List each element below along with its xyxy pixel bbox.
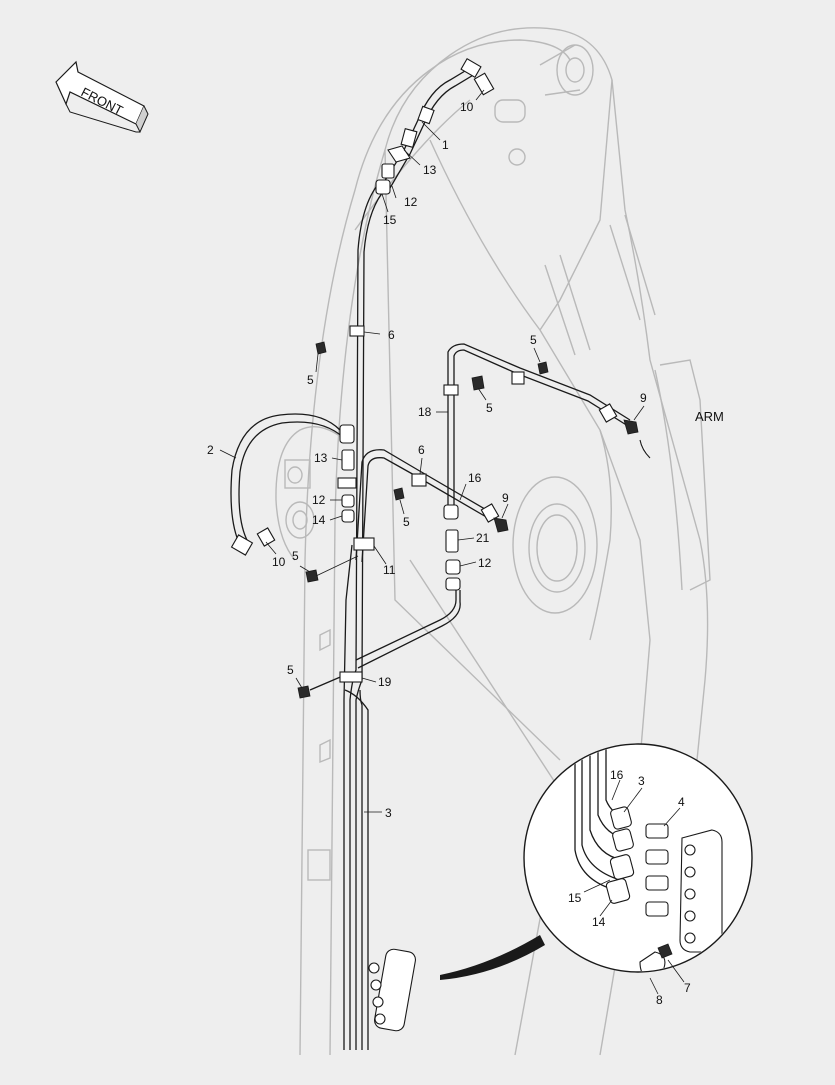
callout-11: 11 xyxy=(383,563,396,577)
detail-callout-16: 16 xyxy=(610,768,624,782)
callout-5-b: 5 xyxy=(292,549,299,563)
callout-9-right: 9 xyxy=(640,391,647,405)
callout-12-low: 12 xyxy=(478,556,492,570)
callout-10-lower: 10 xyxy=(272,555,286,569)
detail-callout-15: 15 xyxy=(568,891,582,905)
callout-5-f: 5 xyxy=(287,663,294,677)
callout-5-d: 5 xyxy=(486,401,493,415)
callout-15-top: 15 xyxy=(383,213,397,227)
callout-14-mid: 14 xyxy=(312,513,326,527)
arm-label: ARM xyxy=(695,409,724,424)
detail-callout-7: 7 xyxy=(684,981,691,995)
callout-2: 2 xyxy=(207,443,214,457)
callout-5-a: 5 xyxy=(307,373,314,387)
callout-5-c: 5 xyxy=(530,333,537,347)
callout-9-mid: 9 xyxy=(502,491,509,505)
callout-13-mid: 13 xyxy=(314,451,328,465)
callout-12-top: 12 xyxy=(404,195,418,209)
callout-16: 16 xyxy=(468,471,482,485)
callout-numbers: 1 10 13 12 15 6 5 2 13 12 14 5 10 11 5 1… xyxy=(207,100,691,1007)
callout-12-mid: 12 xyxy=(312,493,326,507)
leader-lines xyxy=(219,89,685,995)
callout-6-upper: 6 xyxy=(388,328,395,342)
callout-1: 1 xyxy=(442,138,449,152)
callout-13-top: 13 xyxy=(423,163,437,177)
detail-view xyxy=(523,743,753,973)
detail-callout-3: 3 xyxy=(638,774,645,788)
callout-19: 19 xyxy=(378,675,392,689)
callout-10-top: 10 xyxy=(460,100,474,114)
fitting-10-top xyxy=(473,72,495,96)
detail-callout-8: 8 xyxy=(656,993,663,1007)
bolt-5-a xyxy=(315,341,327,355)
front-direction-arrow: FRONT xyxy=(55,60,149,134)
callout-21: 21 xyxy=(476,531,490,545)
hose-lines xyxy=(230,67,631,1050)
detail-callout-14: 14 xyxy=(592,915,606,929)
callout-6-mid: 6 xyxy=(418,443,425,457)
fittings xyxy=(230,58,651,1032)
callout-18: 18 xyxy=(418,405,432,419)
callout-5-e: 5 xyxy=(403,515,410,529)
detail-callout-4: 4 xyxy=(678,795,685,809)
callout-3-main: 3 xyxy=(385,806,392,820)
